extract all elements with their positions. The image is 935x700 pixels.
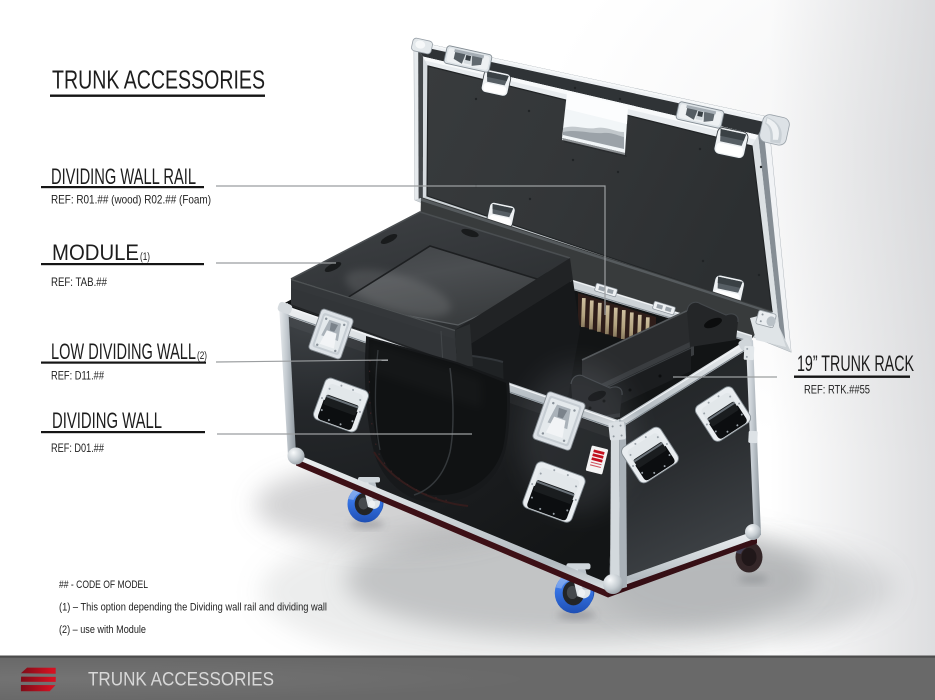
svg-text:(1): (1): [140, 251, 150, 263]
svg-text:REF: TAB.##: REF: TAB.##: [51, 275, 107, 289]
svg-text:DIVIDING WALL: DIVIDING WALL: [52, 408, 162, 433]
svg-text:TRUNK ACCESSORIES: TRUNK ACCESSORIES: [88, 669, 274, 691]
svg-text:19” TRUNK RACK: 19” TRUNK RACK: [797, 351, 914, 376]
svg-text:REF: RTK.##55: REF: RTK.##55: [804, 383, 870, 397]
svg-text:TRUNK ACCESSORIES: TRUNK ACCESSORIES: [52, 65, 265, 95]
svg-text:## - CODE OF MODEL: ## - CODE OF MODEL: [59, 579, 148, 591]
svg-text:DIVIDING WALL RAIL: DIVIDING WALL RAIL: [51, 164, 196, 189]
svg-text:REF: R01.## (wood) R02.## (Foa: REF: R01.## (wood) R02.## (Foam): [51, 193, 211, 207]
svg-text:REF: D01.##: REF: D01.##: [51, 441, 104, 455]
svg-text:(1) – This option depending th: (1) – This option depending the Dividing…: [59, 602, 327, 614]
svg-text:LOW DIVIDING WALL: LOW DIVIDING WALL: [51, 339, 196, 364]
svg-text:(2): (2): [197, 350, 207, 362]
svg-text:MODULE: MODULE: [52, 240, 139, 265]
svg-text:REF: D11.##: REF: D11.##: [51, 369, 104, 383]
svg-text:(2) – use with Module: (2) – use with Module: [59, 624, 146, 636]
